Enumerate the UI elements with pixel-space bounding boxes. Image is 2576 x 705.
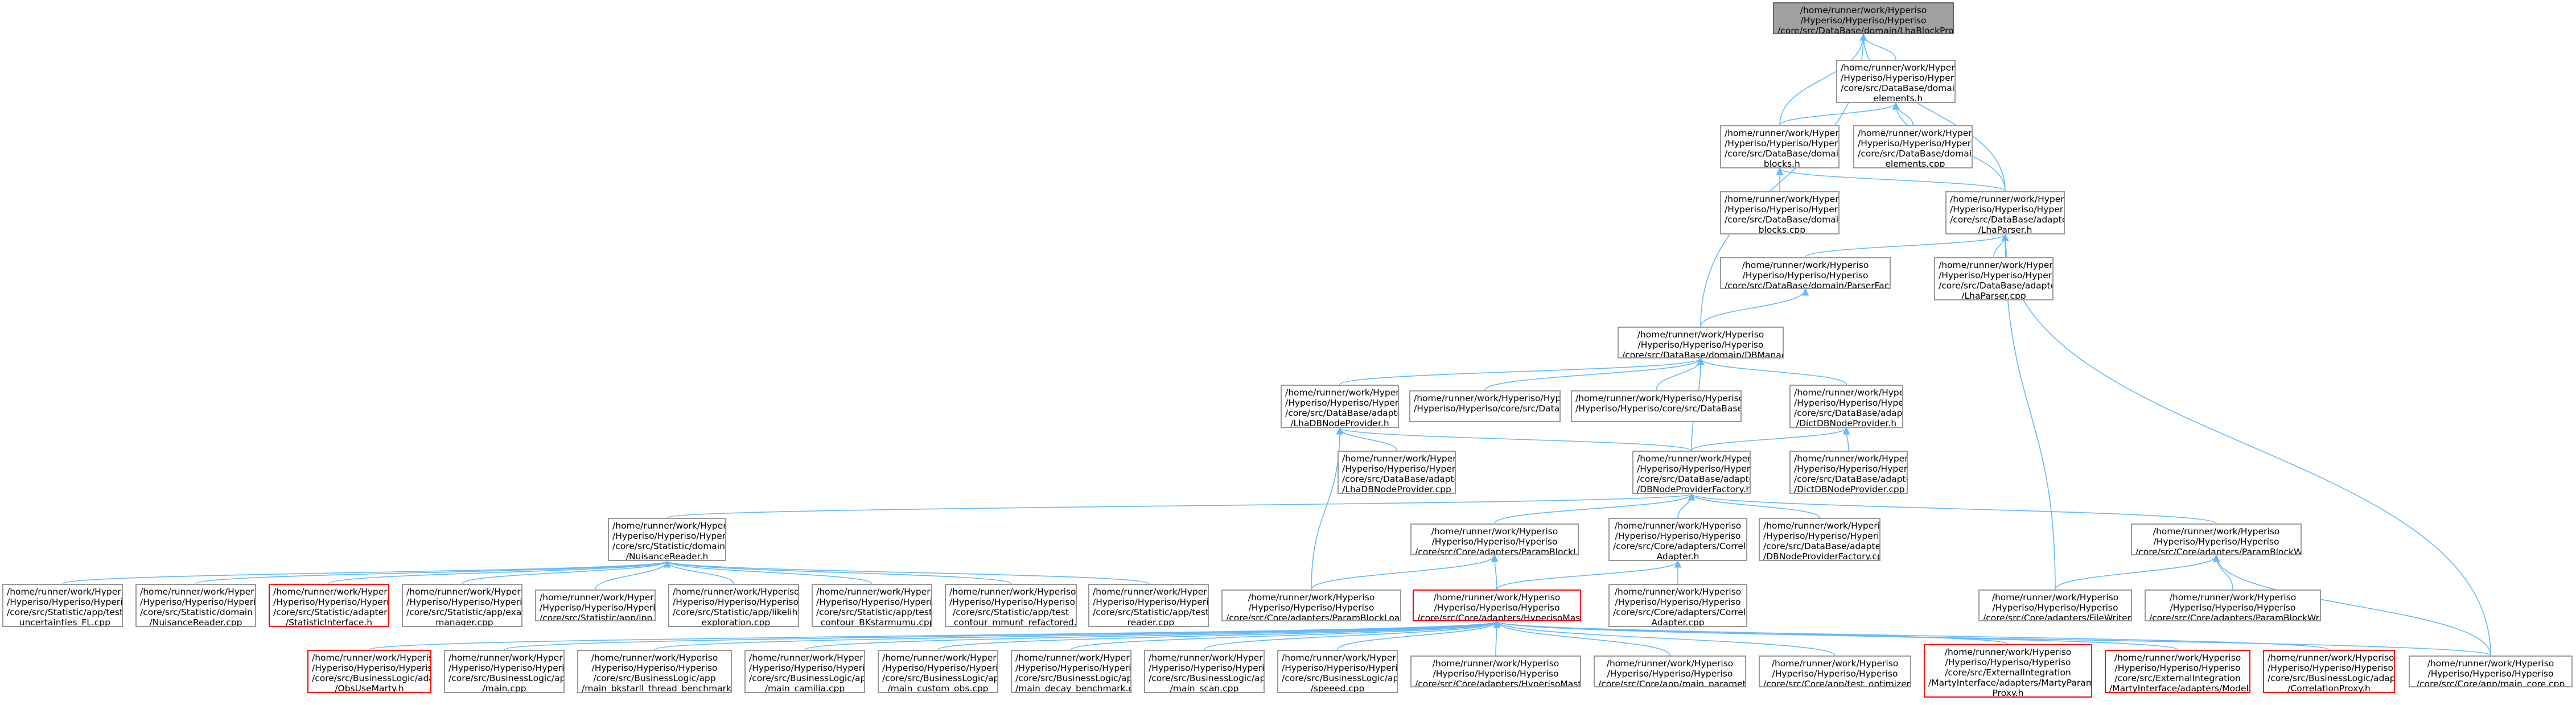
edge-n13-to-n9 (1336, 427, 1397, 451)
edge-n23-to-n16 (328, 560, 671, 584)
node-main-scan-cpp[interactable]: /home/runner/work/Hyperiso /Hyperiso/Hyp… (1144, 650, 1265, 693)
node-paramblockloader-cpp[interactable]: /home/runner/work/Hyperiso /Hyperiso/Hyp… (1221, 589, 1401, 621)
node-lhablockprototype-h[interactable]: /home/runner/work/Hyperiso /Hyperiso/Hyp… (1773, 2, 1954, 34)
node-statisticinterface-h[interactable]: /home/runner/work/Hyperiso /Hyperiso/Hyp… (269, 584, 389, 627)
node-main-parameters-cpp[interactable]: /home/runner/work/Hyperiso /Hyperiso/Hyp… (1594, 655, 1746, 687)
node-dbmanager-cpp[interactable]: /home/runner/work/Hyperiso/Hyperiso /Hyp… (1571, 390, 1742, 422)
edge-n14-to-n12 (1691, 427, 1850, 451)
edge-n31-to-n17 (1491, 554, 1499, 590)
edge-n28-to-n16 (663, 560, 1011, 584)
node-lha-blocks-cpp[interactable]: /home/runner/work/Hyperiso /Hyperiso/Hyp… (1720, 191, 1840, 234)
edge-n44-to-n31 (1493, 620, 1670, 656)
edge-n33-to-n20 (2055, 554, 2220, 590)
node-correlationproxy-h[interactable]: /home/runner/work/Hyperiso /Hyperiso/Hyp… (2263, 650, 2395, 693)
edge-n31-to-n18 (1496, 560, 1682, 590)
edge-n42-to-n31 (1337, 620, 1501, 650)
edge-n10-to-n8 (1484, 357, 1705, 391)
node-dbmanager-h[interactable]: /home/runner/work/Hyperiso /Hyperiso/Hyp… (1618, 327, 1784, 358)
node-main-core-cpp[interactable]: /home/runner/work/Hyperiso /Hyperiso/Hyp… (2409, 655, 2573, 687)
node-main-bkstarll-thread-benchmark-cpp[interactable]: /home/runner/work/Hyperiso /Hyperiso/Hyp… (577, 650, 732, 693)
node-hyperisomaster-cpp[interactable]: /home/runner/work/Hyperiso /Hyperiso/Hyp… (1410, 655, 1581, 687)
node-test-uncertainties-fl-cpp[interactable]: /home/runner/work/Hyperiso /Hyperiso/Hyp… (2, 584, 123, 627)
node-correlationadapter-cpp[interactable]: /home/runner/work/Hyperiso /Hyperiso/Hyp… (1608, 584, 1747, 627)
edge-n1-to-n0 (1859, 33, 1896, 60)
edge-n19-to-n14 (1688, 493, 1820, 518)
node-lhadbnodeprovider-cpp[interactable]: /home/runner/work/Hyperiso /Hyperiso/Hyp… (1338, 451, 1456, 494)
node-lhaparser-h[interactable]: /home/runner/work/Hyperiso /Hyperiso/Hyp… (1945, 191, 2065, 234)
edge-n18-to-n14 (1677, 493, 1696, 518)
edge-n27-to-n16 (663, 560, 873, 584)
edge-n9-to-n8 (1339, 357, 1705, 385)
node-main-cpp[interactable]: /home/runner/work/Hyperiso /Hyperiso/Hyp… (444, 650, 565, 693)
node-jpp-cpp[interactable]: /home/runner/work/Hyperiso /Hyperiso/Hyp… (535, 589, 656, 621)
node-lhadbnodeprovider-h[interactable]: /home/runner/work/Hyperiso /Hyperiso/Hyp… (1281, 385, 1399, 428)
node-dictdbnodeprovider-cpp[interactable]: /home/runner/work/Hyperiso /Hyperiso/Hyp… (1789, 451, 1908, 494)
node-paramblockwriter-h[interactable]: /home/runner/work/Hyperiso /Hyperiso/Hyp… (2131, 523, 2302, 555)
edge-n5-to-n2 (1776, 167, 2006, 192)
node-speeed-cpp[interactable]: /home/runner/work/Hyperiso /Hyperiso/Hyp… (1277, 650, 1398, 693)
edge-n2-to-n0 (1779, 33, 1867, 126)
edge-n8-to-n6 (1700, 288, 1809, 327)
edge-n40-to-n31 (1071, 620, 1501, 650)
node-likelihood-exploration-cpp[interactable]: /home/runner/work/Hyperiso /Hyperiso/Hyp… (668, 584, 799, 627)
edge-n34-to-n20 (2212, 554, 2233, 590)
node-main-custom-obs-cpp[interactable]: /home/runner/work/Hyperiso /Hyperiso/Hyp… (878, 650, 998, 693)
edge-n16-to-n14 (666, 493, 1695, 518)
node-main-decay-benchmark-cpp[interactable]: /home/runner/work/Hyperiso /Hyperiso/Hyp… (1011, 650, 1131, 693)
node-paramblockwriter-cpp[interactable]: /home/runner/work/Hyperiso /Hyperiso/Hyp… (2145, 589, 2321, 621)
node-correlationadapter-h[interactable]: /home/runner/work/Hyperiso /Hyperiso/Hyp… (1608, 518, 1747, 561)
edge-n6-to-n5 (1805, 233, 2009, 258)
node-lha-elements-cpp[interactable]: /home/runner/work/Hyperiso /Hyperiso/Hyp… (1853, 125, 1973, 168)
edge-n43-to-n31 (1493, 620, 1501, 656)
node-lha-elements-h[interactable]: /home/runner/work/Hyperiso /Hyperiso/Hyp… (1836, 60, 1956, 103)
node-main-camilia-cpp[interactable]: /home/runner/work/Hyperiso /Hyperiso/Hyp… (744, 650, 865, 693)
edge-n41-to-n31 (1204, 620, 1501, 650)
edge-n29-to-n16 (664, 560, 1149, 584)
edge-n45-to-n31 (1493, 620, 1836, 656)
edge-n15-to-n12 (1842, 427, 1850, 451)
node-nuisancereader-h[interactable]: /home/runner/work/Hyperiso /Hyperiso/Hyp… (608, 518, 726, 561)
edge-n12-to-n8 (1697, 357, 1847, 385)
edge-n49-to-n20 (2212, 554, 2491, 656)
node-lha-blocks-h[interactable]: /home/runner/work/Hyperiso /Hyperiso/Hyp… (1720, 125, 1840, 168)
edge-n21-to-n16 (62, 560, 670, 584)
node-dictdbnodeprovider-h[interactable]: /home/runner/work/Hyperiso /Hyperiso/Hyp… (1789, 385, 1903, 428)
edge-n37-to-n31 (654, 620, 1500, 650)
node-example-manager-cpp[interactable]: /home/runner/work/Hyperiso /Hyperiso/Hyp… (402, 584, 522, 627)
node-test-reader-cpp[interactable]: /home/runner/work/Hyperiso /Hyperiso/Hyp… (1088, 584, 1209, 627)
edge-n14-to-n9 (1336, 427, 1692, 451)
edge-n38-to-n31 (804, 620, 1500, 650)
node-main-db-cpp[interactable]: /home/runner/work/Hyperiso/Hyperiso /Hyp… (1409, 390, 1561, 422)
edge-n49-to-n31 (1493, 620, 2491, 656)
node-test-contour-bkstarmumu-cpp[interactable]: /home/runner/work/Hyperiso /Hyperiso/Hyp… (812, 584, 932, 627)
node-filewriter-cpp[interactable]: /home/runner/work/Hyperiso /Hyperiso/Hyp… (1978, 589, 2132, 621)
edge-n39-to-n31 (937, 620, 1500, 650)
node-test-contour-mmunt-refactored-cpp[interactable]: /home/runner/work/Hyperiso /Hyperiso/Hyp… (945, 584, 1077, 627)
node-test-optimizer-cpp[interactable]: /home/runner/work/Hyperiso /Hyperiso/Hyp… (1759, 655, 1911, 687)
node-martyparameterproxy-h[interactable]: /home/runner/work/Hyperiso /Hyperiso/Hyp… (1924, 644, 2092, 698)
node-dbnodeproviderfactory-h[interactable]: /home/runner/work/Hyperiso /Hyperiso/Hyp… (1632, 451, 1751, 494)
node-hyperisomaster-h[interactable]: /home/runner/work/Hyperiso /Hyperiso/Hyp… (1413, 589, 1581, 621)
node-dbnodeproviderfactory-cpp[interactable]: /home/runner/work/Hyperiso /Hyperiso/Hyp… (1759, 518, 1880, 561)
edge-n24-to-n16 (462, 560, 671, 584)
node-modelapi-h[interactable]: /home/runner/work/Hyperiso /Hyperiso/Hyp… (2105, 650, 2250, 693)
edge-n30-to-n17 (1311, 554, 1499, 590)
edge-n17-to-n14 (1494, 493, 1696, 524)
edge-n2-to-n1 (1779, 102, 1900, 126)
node-obsusemarty-h[interactable]: /home/runner/work/Hyperiso /Hyperiso/Hyp… (307, 650, 431, 693)
node-lhaparser-cpp[interactable]: /home/runner/work/Hyperiso /Hyperiso/Hyp… (1934, 257, 2054, 300)
edge-n36-to-n31 (504, 620, 1500, 650)
edge-n30-to-n9 (1311, 427, 1344, 590)
node-nuisancereader-cpp[interactable]: /home/runner/work/Hyperiso /Hyperiso/Hyp… (135, 584, 256, 627)
node-paramblockloader-h[interactable]: /home/runner/work/Hyperiso /Hyperiso/Hyp… (1410, 523, 1579, 555)
node-parserfactory-h[interactable]: /home/runner/work/Hyperiso /Hyperiso/Hyp… (1720, 257, 1891, 289)
edge-n49-to-n5 (2001, 233, 2491, 656)
edge-n20-to-n14 (1688, 493, 2217, 524)
edge-n22-to-n16 (195, 560, 670, 584)
